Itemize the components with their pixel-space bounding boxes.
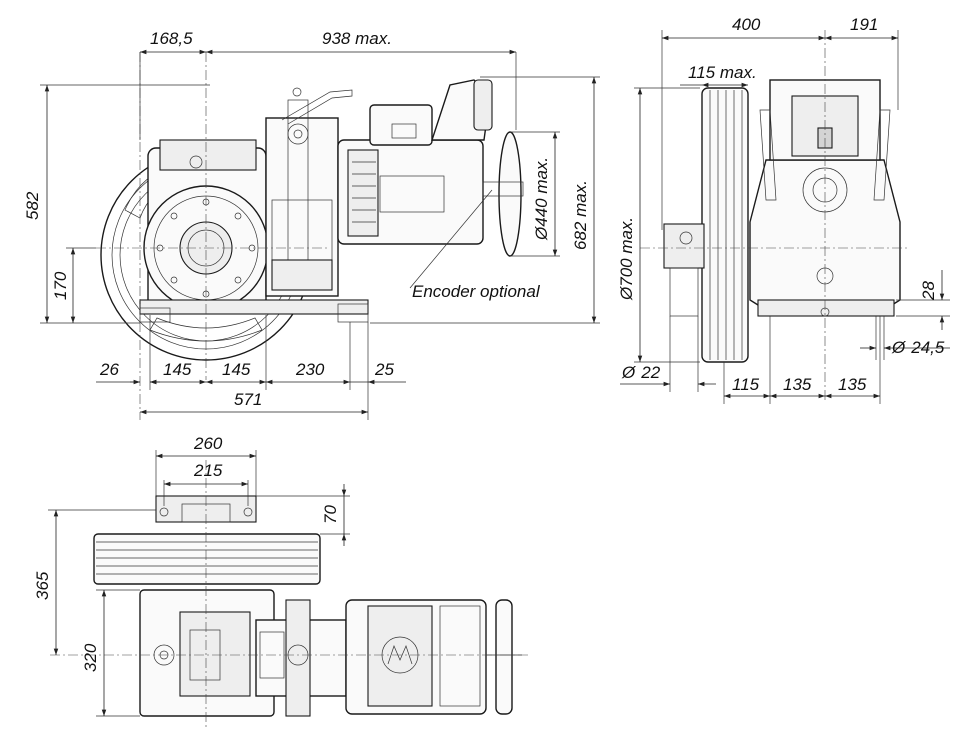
top-sheave [93, 533, 321, 585]
front-view: Encoder optional 168,5 938 max. 582 682 … [23, 29, 600, 420]
dim-front-145a: 145 [163, 360, 192, 379]
top-handwheel [495, 599, 513, 715]
top-view: 260 215 70 365 320 [33, 434, 530, 730]
dim-front-682: 682 max. [571, 180, 590, 250]
dim-side-700: Ø700 max. [617, 217, 636, 301]
front-terminal-box [369, 104, 433, 146]
dim-top-365: 365 [33, 571, 52, 600]
dim-front-440: Ø440 max. [532, 157, 551, 241]
dim-front-168-5: 168,5 [150, 29, 193, 48]
dim-side-115max: 115 max. [688, 63, 757, 82]
dim-top-70: 70 [321, 505, 340, 524]
dim-front-145b: 145 [222, 360, 251, 379]
dim-top-260: 260 [193, 434, 223, 453]
dim-top-320: 320 [81, 643, 100, 672]
dim-side-115: 115 [732, 375, 760, 394]
front-base [139, 299, 369, 315]
encoder-label: Encoder optional [412, 282, 541, 301]
dim-side-135b: 135 [838, 375, 867, 394]
side-sheave [701, 87, 749, 363]
dim-front-571: 571 [234, 390, 262, 409]
dim-side-191: 191 [850, 15, 878, 34]
dim-front-170: 170 [51, 271, 70, 300]
dim-front-26: 26 [99, 360, 119, 379]
dim-side-28: 28 [919, 281, 938, 301]
dim-front-25: 25 [374, 360, 394, 379]
dim-front-230: 230 [295, 360, 325, 379]
dim-side-400: 400 [732, 15, 761, 34]
dim-side-135a: 135 [783, 375, 812, 394]
front-handwheel [498, 131, 522, 257]
dim-top-215: 215 [193, 461, 223, 480]
dim-front-582: 582 [23, 191, 42, 220]
dim-front-938: 938 max. [322, 29, 392, 48]
